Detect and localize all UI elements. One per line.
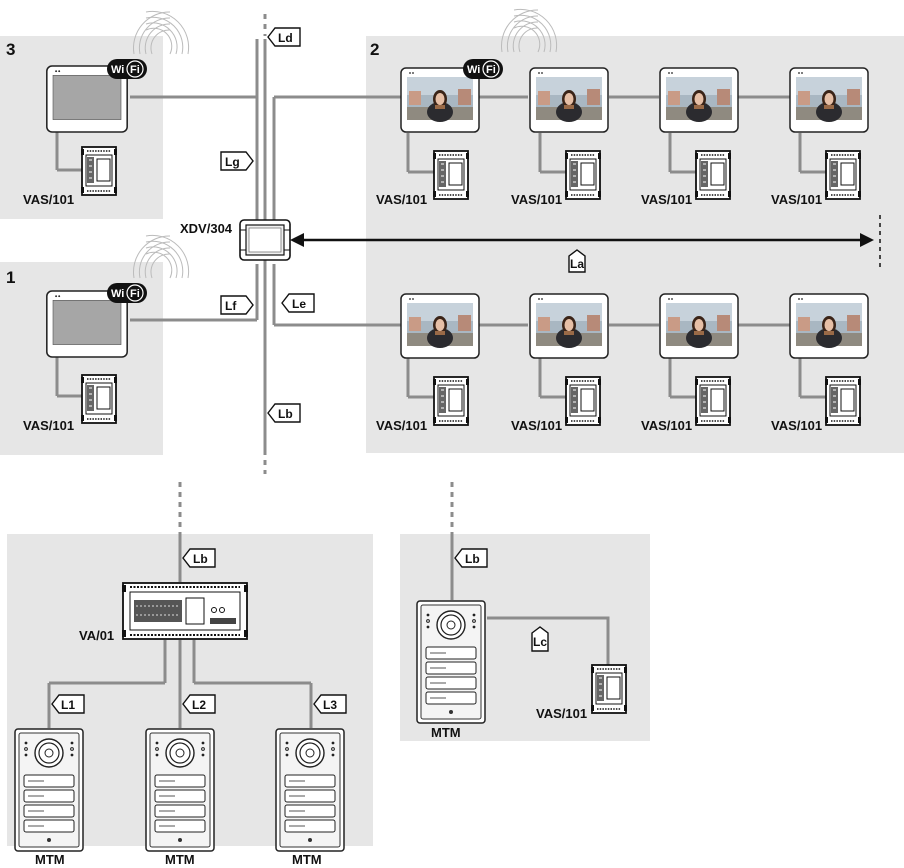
power-supply bbox=[565, 150, 601, 200]
psu-label: VAS/101 bbox=[511, 192, 562, 207]
psu-label: VAS/101 bbox=[376, 192, 427, 207]
entrance-panel bbox=[145, 728, 215, 852]
wifi-right-text: Fi bbox=[130, 288, 140, 300]
power-supply bbox=[591, 664, 627, 714]
monitor-video bbox=[529, 293, 609, 359]
entrance-panel-label: MTM bbox=[292, 852, 322, 867]
monitor-video bbox=[659, 293, 739, 359]
monitor-video bbox=[529, 67, 609, 133]
switch-device bbox=[239, 219, 291, 261]
cable-tag-lb bbox=[267, 403, 301, 423]
tag-lf-text: Lf bbox=[225, 299, 237, 313]
power-supply bbox=[81, 146, 117, 196]
power-supply bbox=[695, 150, 731, 200]
wifi-badge: Wi Fi bbox=[107, 283, 147, 303]
tag-la-text: La bbox=[570, 257, 584, 271]
power-supply bbox=[695, 376, 731, 426]
la-range-arrow bbox=[290, 215, 881, 268]
wifi-right-text: Fi bbox=[130, 64, 140, 76]
wifi-badge: Wi Fi bbox=[107, 59, 147, 79]
wifi-left-text: Wi bbox=[111, 64, 124, 76]
psu-label: VAS/101 bbox=[641, 418, 692, 433]
tag-lb-text: Lb bbox=[278, 407, 293, 421]
group-3-number: 3 bbox=[6, 40, 15, 59]
interface-device bbox=[122, 582, 248, 640]
tag-l2-text: L2 bbox=[192, 698, 206, 712]
switch-label: XDV/304 bbox=[180, 221, 233, 236]
cable-tag-lc bbox=[531, 626, 549, 652]
interface-label: VA/01 bbox=[79, 628, 114, 643]
monitor-video bbox=[400, 293, 480, 359]
cable-tag-l2 bbox=[182, 694, 216, 714]
psu-label: VAS/101 bbox=[376, 418, 427, 433]
entrance-panel bbox=[416, 600, 486, 724]
cable-tag-ld bbox=[267, 27, 301, 47]
entrance-panel bbox=[14, 728, 84, 852]
wifi-badge: Wi Fi bbox=[463, 59, 503, 79]
tag-ld-text: Ld bbox=[278, 31, 293, 45]
psu-label: VAS/101 bbox=[511, 418, 562, 433]
tag-lb-left-text: Lb bbox=[193, 552, 208, 566]
tag-l1-text: L1 bbox=[61, 698, 75, 712]
wifi-left-text: Wi bbox=[111, 288, 124, 300]
psu-label: VAS/101 bbox=[771, 418, 822, 433]
cable-tag-lf bbox=[220, 295, 254, 315]
power-supply bbox=[565, 376, 601, 426]
monitor-video bbox=[400, 67, 480, 133]
psu-label: VAS/101 bbox=[536, 706, 587, 721]
cable-tag-l3 bbox=[313, 694, 347, 714]
entrance-panel-label: MTM bbox=[165, 852, 195, 867]
tag-lg-text: Lg bbox=[225, 155, 240, 169]
power-supply bbox=[81, 374, 117, 424]
psu-label: VAS/101 bbox=[771, 192, 822, 207]
cables bbox=[47, 14, 826, 728]
wifi-right-text: Fi bbox=[486, 64, 496, 76]
power-supply bbox=[433, 150, 469, 200]
psu-label: VAS/101 bbox=[23, 192, 74, 207]
cable-tag-l1 bbox=[51, 694, 85, 714]
monitor-video bbox=[789, 67, 869, 133]
tag-lb-right-text: Lb bbox=[465, 552, 480, 566]
cable-tag-lb-left bbox=[182, 548, 216, 568]
psu-label: VAS/101 bbox=[641, 192, 692, 207]
monitor-video bbox=[789, 293, 869, 359]
cable-tag-lg bbox=[220, 151, 254, 171]
cable-tag-le bbox=[281, 293, 315, 313]
group-1-number: 1 bbox=[6, 268, 15, 287]
entrance-panel bbox=[275, 728, 345, 852]
monitor-video bbox=[659, 67, 739, 133]
wifi-left-text: Wi bbox=[467, 64, 480, 76]
power-supply bbox=[825, 376, 861, 426]
power-supply bbox=[825, 150, 861, 200]
entrance-panel-label: MTM bbox=[35, 852, 65, 867]
power-supply bbox=[433, 376, 469, 426]
tag-lc-text: Lc bbox=[533, 635, 547, 649]
tag-le-text: Le bbox=[292, 297, 306, 311]
group-2-number: 2 bbox=[370, 40, 379, 59]
cable-tag-la bbox=[568, 249, 586, 273]
cable-tag-lb-right bbox=[454, 548, 488, 568]
tag-l3-text: L3 bbox=[323, 698, 337, 712]
entrance-panel-label: MTM bbox=[431, 725, 461, 740]
psu-label: VAS/101 bbox=[23, 418, 74, 433]
